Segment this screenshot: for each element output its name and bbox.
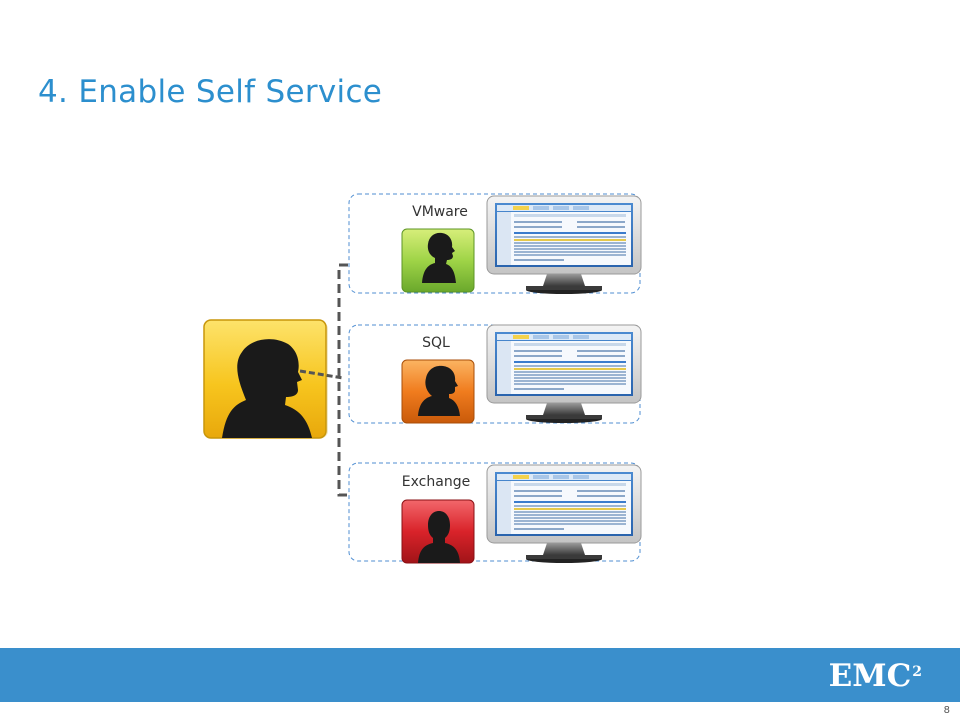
emc-logo: EMC2 [829,658,922,694]
logo-superscript: 2 [912,664,922,680]
role-label-vmware: VMware [412,204,468,220]
role-label-exchange: Exchange [401,474,471,490]
slide-title: 4. Enable Self Service [38,74,383,110]
man-silhouette-icon [418,511,460,563]
page-number: 8 [943,705,950,716]
role-label-sql: SQL [422,335,450,351]
vmware-user-tile [401,228,475,293]
footer-bar: EMC2 [0,648,960,702]
exchange-user-tile [401,499,475,564]
role-panel-vmware [348,193,642,295]
woman-silhouette-icon [222,339,312,438]
primary-user-tile [203,319,328,439]
role-panel-sql [348,324,642,424]
connector-lines [299,263,348,497]
logo-text: EMC [828,658,912,694]
role-panel-exchange [348,462,642,564]
sql-user-tile [401,359,475,424]
